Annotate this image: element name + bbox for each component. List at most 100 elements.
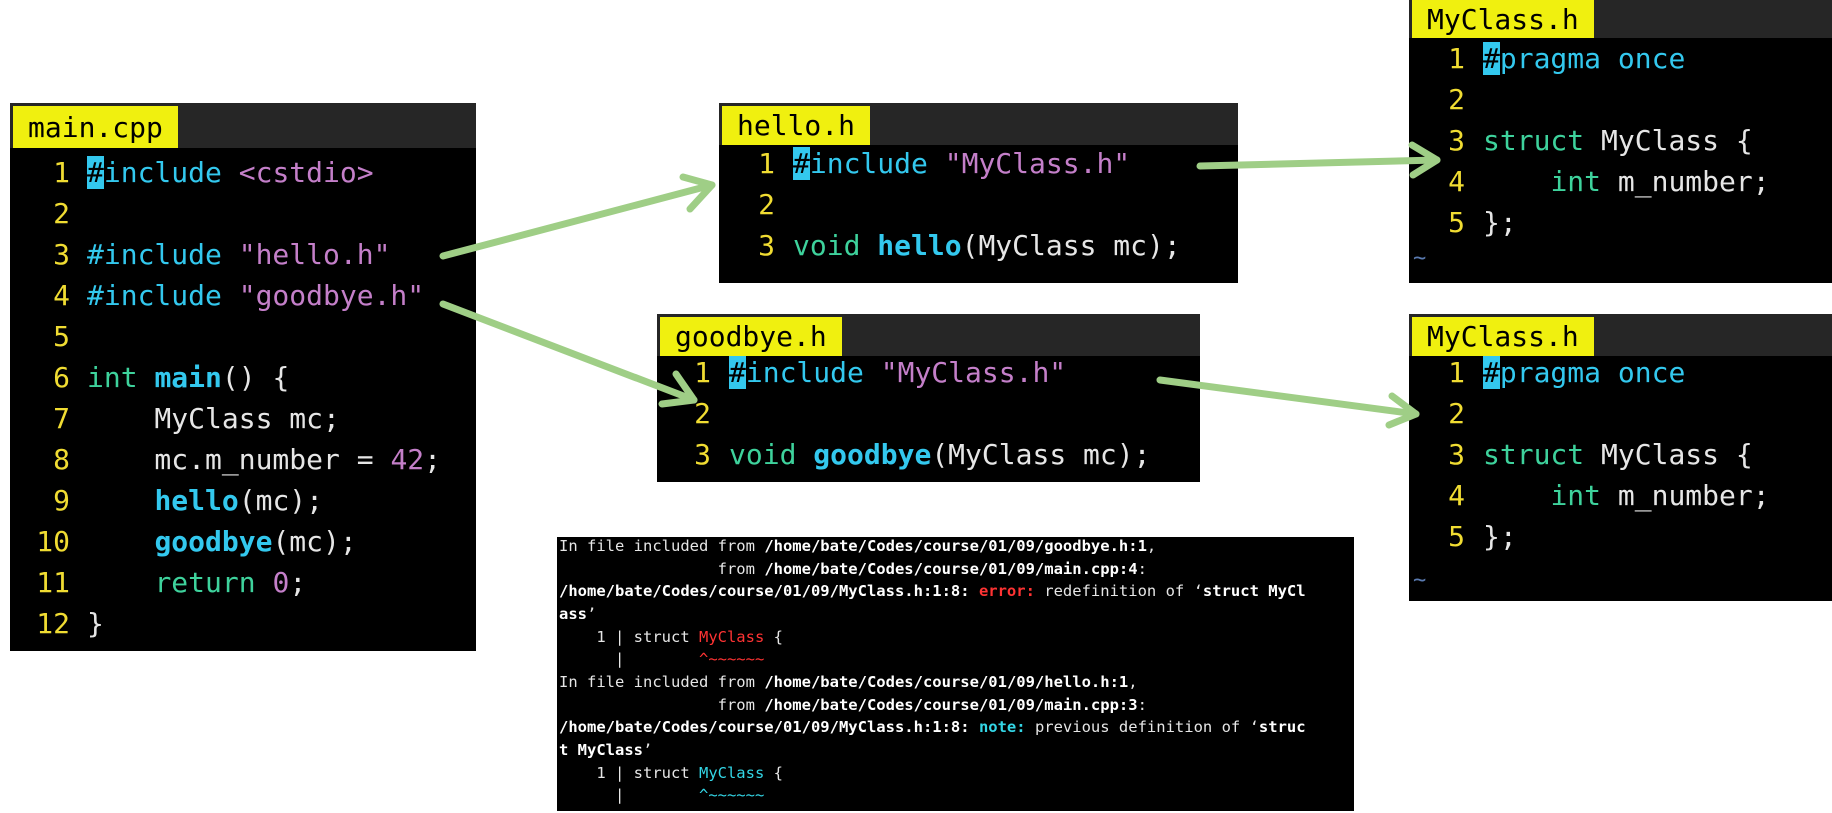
code-line: void hello(MyClass mc);: [793, 229, 1181, 262]
code-line: };: [1483, 206, 1517, 239]
code-token: goodbye: [813, 438, 932, 471]
terminal-text: :: [1137, 696, 1147, 714]
compiler-output-terminal: In file included from /home/bate/Codes/c…: [557, 537, 1354, 811]
myclass-h-editor-top: MyClass.h 1 2 3 4 5 #pragma once struct …: [1409, 0, 1832, 283]
code-token: struct: [1483, 124, 1585, 157]
tab-hello-h[interactable]: hello.h: [722, 106, 871, 145]
code-token: mc.m_number =: [87, 443, 391, 476]
terminal-line: 1 | struct MyClass {: [559, 628, 783, 646]
code-line: #include "hello.h": [87, 238, 390, 271]
terminal-line: ass’: [559, 605, 596, 623]
tab-goodbye-h[interactable]: goodbye.h: [660, 317, 842, 356]
code-line: #include "goodbye.h": [87, 279, 424, 312]
terminal-text: /home/bate/Codes/course/01/09/goodbye.h:…: [764, 537, 1147, 555]
code-area[interactable]: #include "MyClass.h" void hello(MyClass …: [793, 145, 1238, 283]
code-line: MyClass mc;: [87, 402, 340, 435]
code-token: #include: [87, 279, 222, 312]
terminal-text: struct MyCl: [1202, 582, 1306, 600]
code-token: goodbye: [154, 525, 273, 558]
code-token: int: [1550, 479, 1602, 512]
cursor: #: [87, 156, 104, 189]
arrow-head: [658, 370, 698, 408]
cursor: #: [1483, 356, 1500, 389]
arrow-main-to-goodbye: [439, 300, 698, 404]
terminal-line: 1 | struct MyClass {: [559, 764, 783, 782]
code-token: include: [103, 156, 222, 189]
code-line: goodbye(mc);: [87, 525, 357, 558]
code-token: "MyClass.h": [863, 356, 1067, 389]
code-token: ;: [424, 443, 442, 476]
cursor: #: [729, 356, 746, 389]
terminal-text: |: [559, 650, 699, 668]
terminal-line: In file included from /home/bate/Codes/c…: [559, 673, 1138, 691]
terminal-text: 1 | struct: [559, 764, 699, 782]
empty-line-tilde: ~: [1413, 246, 1427, 271]
code-token: pragma: [1499, 356, 1602, 389]
code-line: return 0;: [87, 566, 306, 599]
code-area[interactable]: #include <cstdio> #include "hello.h" #in…: [87, 148, 476, 651]
line-number: 11: [36, 566, 70, 599]
terminal-text: ,: [1128, 673, 1138, 691]
line-number: 1: [694, 356, 711, 389]
code-line: };: [1483, 520, 1517, 553]
code-line: int m_number;: [1483, 479, 1769, 512]
error-label: error:: [978, 582, 1035, 600]
line-number: 6: [53, 361, 70, 394]
code-token: "goodbye.h": [221, 279, 425, 312]
arrow-head: [679, 173, 716, 213]
code-token: (MyClass mc);: [931, 438, 1151, 471]
code-line: #pragma once: [1483, 42, 1685, 75]
terminal-text: ’: [643, 741, 653, 759]
tab-bar: goodbye.h: [657, 314, 1200, 356]
code-token: ;: [289, 566, 307, 599]
terminal-line: In file included from /home/bate/Codes/c…: [559, 537, 1156, 555]
terminal-line: /home/bate/Codes/course/01/09/MyClass.h:…: [559, 718, 1306, 736]
note-caret: ^~~~~~~: [698, 786, 765, 804]
code-token: <cstdio>: [221, 156, 374, 189]
terminal-text: {: [764, 764, 783, 782]
code-line: #include "MyClass.h": [793, 147, 1130, 180]
terminal-text: MyClass: [698, 764, 765, 782]
code-area[interactable]: #pragma once struct MyClass { int m_numb…: [1483, 38, 1832, 283]
line-number: 5: [1448, 206, 1465, 239]
line-number: 2: [53, 197, 70, 230]
tab-myclass-h[interactable]: MyClass.h: [1412, 317, 1594, 356]
code-token: (MyClass mc);: [961, 229, 1181, 262]
terminal-text: previous definition of ‘: [1025, 718, 1259, 736]
code-token: (mc);: [238, 484, 324, 517]
line-number: 1: [1448, 42, 1465, 75]
line-number: 4: [1448, 165, 1465, 198]
code-area[interactable]: #pragma once struct MyClass { int m_numb…: [1483, 356, 1832, 601]
code-token: once: [1617, 356, 1686, 389]
tab-myclass-h[interactable]: MyClass.h: [1412, 0, 1594, 38]
code-line: int m_number;: [1483, 165, 1769, 198]
line-number: 1: [758, 147, 775, 180]
terminal-line: /home/bate/Codes/course/01/09/MyClass.h:…: [559, 582, 1306, 600]
terminal-text: In file included from: [559, 673, 765, 691]
line-number: 1: [53, 156, 70, 189]
terminal-text: from: [559, 696, 765, 714]
code-line: #pragma once: [1483, 356, 1685, 389]
code-line: void goodbye(MyClass mc);: [729, 438, 1150, 471]
code-token: return: [154, 566, 256, 599]
code-token: (mc);: [272, 525, 357, 558]
line-number: 9: [53, 484, 70, 517]
line-number: 12: [36, 607, 70, 640]
terminal-text: ass: [559, 605, 587, 623]
code-token: include: [809, 147, 928, 180]
code-line: hello(mc);: [87, 484, 323, 517]
terminal-line: from /home/bate/Codes/course/01/09/main.…: [559, 560, 1147, 578]
line-number: 2: [694, 397, 711, 430]
code-line: mc.m_number = 42;: [87, 443, 441, 476]
terminal-text: |: [559, 786, 699, 804]
cursor: #: [793, 147, 810, 180]
tab-bar: MyClass.h: [1409, 314, 1832, 356]
tab-main-cpp[interactable]: main.cpp: [13, 106, 178, 148]
terminal-text: struc: [1258, 718, 1306, 736]
terminal-text: ’: [587, 605, 597, 623]
line-number: 3: [694, 438, 711, 471]
myclass-h-editor-bottom: MyClass.h 1 2 3 4 5 #pragma once struct …: [1409, 314, 1832, 601]
code-area[interactable]: #include "MyClass.h" void goodbye(MyClas…: [729, 356, 1200, 482]
code-token: () {: [221, 361, 290, 394]
